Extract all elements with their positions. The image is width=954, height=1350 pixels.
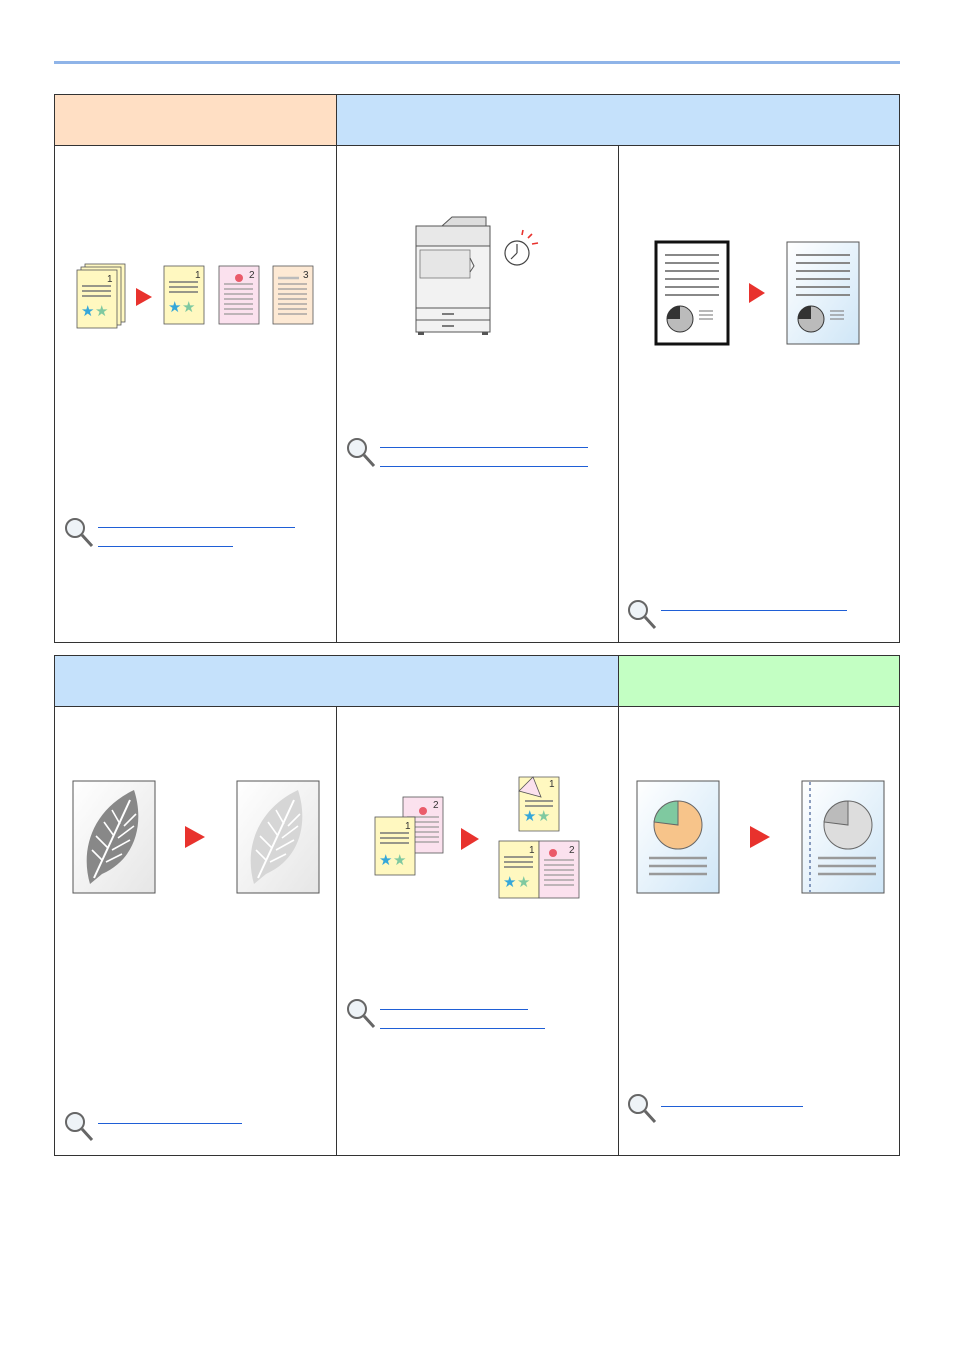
magnifier-icon <box>345 436 377 470</box>
svg-text:★: ★ <box>379 852 392 869</box>
feature-panel-bottom: 2 1 ★ ★ 1 ★ ★ <box>54 655 900 1156</box>
magnifier-icon <box>345 997 377 1031</box>
star-icon: ★ <box>81 303 94 320</box>
red-triangle-arrow-icon <box>185 826 205 848</box>
svg-text:2: 2 <box>569 845 575 856</box>
magnifier-icon <box>626 1092 658 1126</box>
svg-text:★: ★ <box>503 874 516 891</box>
red-triangle-arrow-icon <box>461 828 479 850</box>
reference-link[interactable] <box>661 1106 803 1107</box>
collate-illustration: 1 ★ ★ 1 ★ ★ 2 <box>75 256 335 336</box>
reference-link[interactable] <box>380 466 588 467</box>
svg-text:1: 1 <box>529 845 535 856</box>
margin-shift-illustration <box>636 780 896 900</box>
page-number-1: 1 <box>107 274 113 285</box>
reference-link[interactable] <box>380 447 588 448</box>
feature-cell-collate: 1 ★ ★ 1 ★ ★ 2 <box>55 146 336 642</box>
magnifier-icon <box>63 516 95 550</box>
svg-text:★: ★ <box>182 299 195 316</box>
reference-link[interactable] <box>98 546 233 547</box>
reference-link[interactable] <box>98 1123 242 1124</box>
svg-text:1: 1 <box>195 270 201 281</box>
svg-text:★: ★ <box>523 808 536 825</box>
red-triangle-arrow-icon <box>750 826 770 848</box>
panel-header-blue <box>337 95 899 146</box>
svg-text:1: 1 <box>549 779 555 790</box>
reference-link[interactable] <box>380 1028 545 1029</box>
red-triangle-arrow-icon <box>136 288 152 306</box>
feature-cell-printer <box>337 146 618 642</box>
eco-print-illustration <box>72 780 332 900</box>
svg-text:3: 3 <box>303 270 309 281</box>
header-rule <box>54 61 900 64</box>
feature-cell-combine: 2 1 ★ ★ 1 ★ ★ <box>337 707 618 1155</box>
reference-link[interactable] <box>98 527 295 528</box>
panel-header-orange <box>55 95 337 146</box>
svg-text:2: 2 <box>249 270 255 281</box>
magnifier-icon <box>626 598 658 632</box>
star-icon: ★ <box>95 303 108 320</box>
svg-text:★: ★ <box>168 299 181 316</box>
feature-panel-top: 1 ★ ★ 1 ★ ★ 2 <box>54 94 900 643</box>
feature-cell-border-erase <box>619 146 899 642</box>
svg-text:★: ★ <box>517 874 530 891</box>
printer-illustration <box>412 214 572 344</box>
combine-illustration: 2 1 ★ ★ 1 ★ ★ <box>373 773 613 903</box>
panel-header-blue <box>55 656 619 707</box>
svg-text:2: 2 <box>433 800 439 811</box>
feature-cell-margin <box>619 707 899 1155</box>
feature-cell-eco-print <box>55 707 336 1155</box>
magnifier-icon <box>63 1110 95 1144</box>
svg-text:1: 1 <box>405 821 411 832</box>
svg-text:★: ★ <box>393 852 406 869</box>
border-erase-illustration <box>655 241 895 351</box>
red-triangle-arrow-icon <box>749 283 765 303</box>
reference-link[interactable] <box>380 1009 528 1010</box>
panel-header-green <box>619 656 899 707</box>
reference-link[interactable] <box>661 610 847 611</box>
svg-text:★: ★ <box>537 808 550 825</box>
